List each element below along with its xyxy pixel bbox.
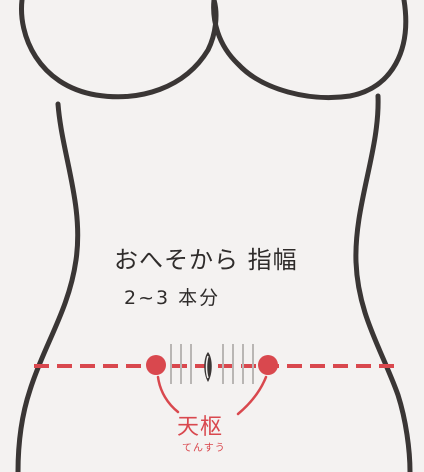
acupoint-name: 天枢 xyxy=(177,415,224,440)
acupoint-reading: てんすう xyxy=(182,443,226,454)
acupoint-dot-icon-left xyxy=(146,355,166,375)
finger-width-guides-right xyxy=(222,344,254,384)
left-breast-outline xyxy=(19,0,219,100)
left-waist-outline xyxy=(15,101,81,472)
navel-icon xyxy=(204,352,212,382)
right-waist-outline xyxy=(353,93,413,472)
leader-line-right xyxy=(236,375,268,416)
right-breast-outline xyxy=(211,0,409,101)
finger-width-guides-left xyxy=(170,344,192,384)
leader-line-left xyxy=(156,375,180,414)
annotation-line-1: おへそから 指幅 xyxy=(114,246,298,274)
acupoint-dot-icon-right xyxy=(258,355,278,375)
annotation-line-2: 2~3 本分 xyxy=(124,287,221,309)
